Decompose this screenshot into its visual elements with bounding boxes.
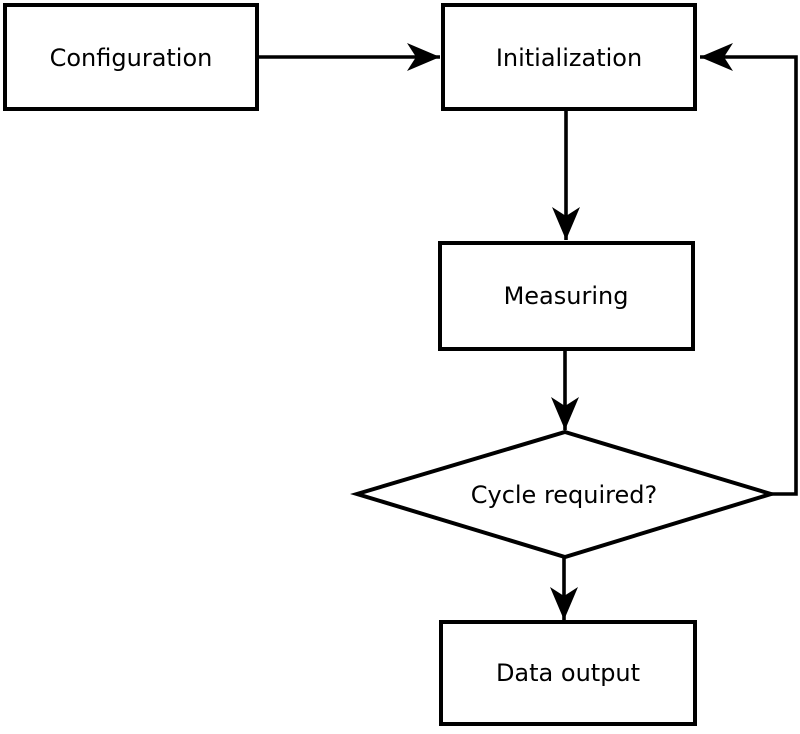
node-configuration: Configuration [3,3,259,111]
configuration-box [3,3,259,111]
data-output-box [439,620,697,726]
initialization-label: Initialization [496,44,642,72]
configuration-label: Configuration [50,44,213,72]
node-measuring: Measuring [438,241,695,351]
node-data-output: Data output [439,620,697,726]
initialization-box [441,3,697,111]
edge-cycle-required-to-initialization [700,43,798,496]
measuring-box [438,241,695,351]
arrow-feedback-loop [700,43,798,496]
measuring-label: Measuring [504,282,629,310]
cycle-required-label: Cycle required? [471,481,658,509]
cycle-required-diamond [350,429,778,560]
data-output-label: Data output [496,659,640,687]
node-initialization: Initialization [441,3,697,111]
node-cycle-required: Cycle required? [350,429,778,560]
